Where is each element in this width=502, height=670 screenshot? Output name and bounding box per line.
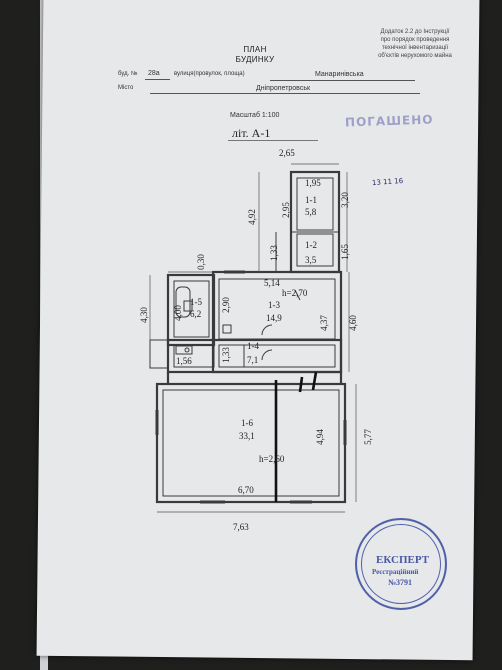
dim-4-30: 4,30	[138, 307, 149, 323]
letter-underline	[228, 140, 318, 141]
room-1-3-height: h=2,70	[282, 288, 308, 298]
dim-3-20: 3,20	[339, 192, 350, 208]
dim-5-14: 5,14	[264, 278, 280, 288]
room-1-1-area: 5,8	[305, 207, 317, 217]
room-1-2-area: 3,5	[305, 255, 317, 265]
street-underline	[270, 80, 415, 81]
dim-1-56: 1,56	[176, 356, 192, 366]
inner-1-1	[296, 177, 334, 231]
room-1-6-id: 1-6	[241, 418, 253, 428]
dim-5-77: 5,77	[362, 429, 373, 445]
city-underline	[150, 93, 420, 94]
dim-4-94: 4,94	[314, 429, 325, 445]
seal-line-3: №3791	[388, 578, 413, 587]
bud-underline	[145, 79, 170, 80]
appendix-line-4: об'єктів нерухомого майна	[378, 53, 452, 59]
plan-title-line-1: ПЛАН	[243, 45, 267, 54]
dim-1-65: 1,65	[339, 244, 350, 260]
inner-walls	[149, 177, 347, 504]
plan-title: ПЛАН БУДИНКУ	[200, 45, 310, 65]
seal-title: ЕКСПЕРТ	[376, 554, 430, 566]
hand-marks	[274, 371, 318, 502]
city-value: Дніпропетровськ	[256, 85, 311, 92]
room-1-5-id: 1-5	[190, 297, 202, 307]
bud-label: буд. №	[118, 71, 138, 77]
dim-4-92: 4,92	[246, 209, 257, 225]
dim-7-63: 7,63	[233, 522, 249, 532]
dim-2-90: 2,90	[220, 297, 231, 313]
dim-2-95: 2,95	[280, 202, 291, 218]
dim-4-60: 4,60	[347, 315, 358, 331]
room-1-1-id: 1-1	[305, 195, 317, 205]
city-label: Місто	[118, 85, 134, 91]
seal-line-2: Реєстраційний	[372, 568, 419, 576]
appendix-line-1: Додаток 2.2 до Інструкції	[380, 29, 450, 35]
expert-seal	[355, 518, 447, 610]
dim-6-70: 6,70	[238, 485, 254, 495]
dim-1-33-upper: 1,33	[268, 245, 279, 261]
street-label: вулиця(провулок, площа)	[174, 71, 245, 77]
room-1-3-area: 14,9	[266, 313, 282, 323]
dim-0-30: 0,30	[195, 254, 206, 270]
room-1-4-id: 1-4	[247, 341, 259, 351]
dim-4-00: 4,00	[172, 305, 183, 321]
room-1-3-id: 1-3	[268, 300, 280, 310]
bud-number: 28а	[148, 70, 160, 77]
dim-4-37: 4,37	[318, 315, 329, 331]
room-1-1-width: 1,95	[305, 178, 321, 188]
appendix-line-3: технічної інвентаризації	[381, 45, 449, 51]
inner-1-2	[296, 233, 334, 267]
street-value: Манаринівська	[315, 71, 364, 78]
plan-title-line-2: БУДИНКУ	[235, 55, 275, 64]
appendix-note: Додаток 2.2 до Інструкції про порядок пр…	[360, 28, 470, 60]
room-1-6-area: 33,1	[239, 431, 255, 441]
dim-1-33-lower: 1,33	[220, 347, 231, 363]
room-1-6-height: h=2,60	[259, 454, 285, 464]
scale-label: Масштаб 1:100	[230, 112, 280, 119]
room-1-5-area: 6,2	[190, 309, 202, 319]
room-1-2-id: 1-2	[305, 240, 317, 250]
room-1-4-area: 7,1	[247, 355, 259, 365]
building-letter: літ. А-1	[232, 126, 271, 140]
dimension-lines	[149, 163, 357, 513]
dim-top-width: 2,65	[279, 148, 295, 158]
appendix-line-2: про порядок проведення	[380, 37, 450, 43]
